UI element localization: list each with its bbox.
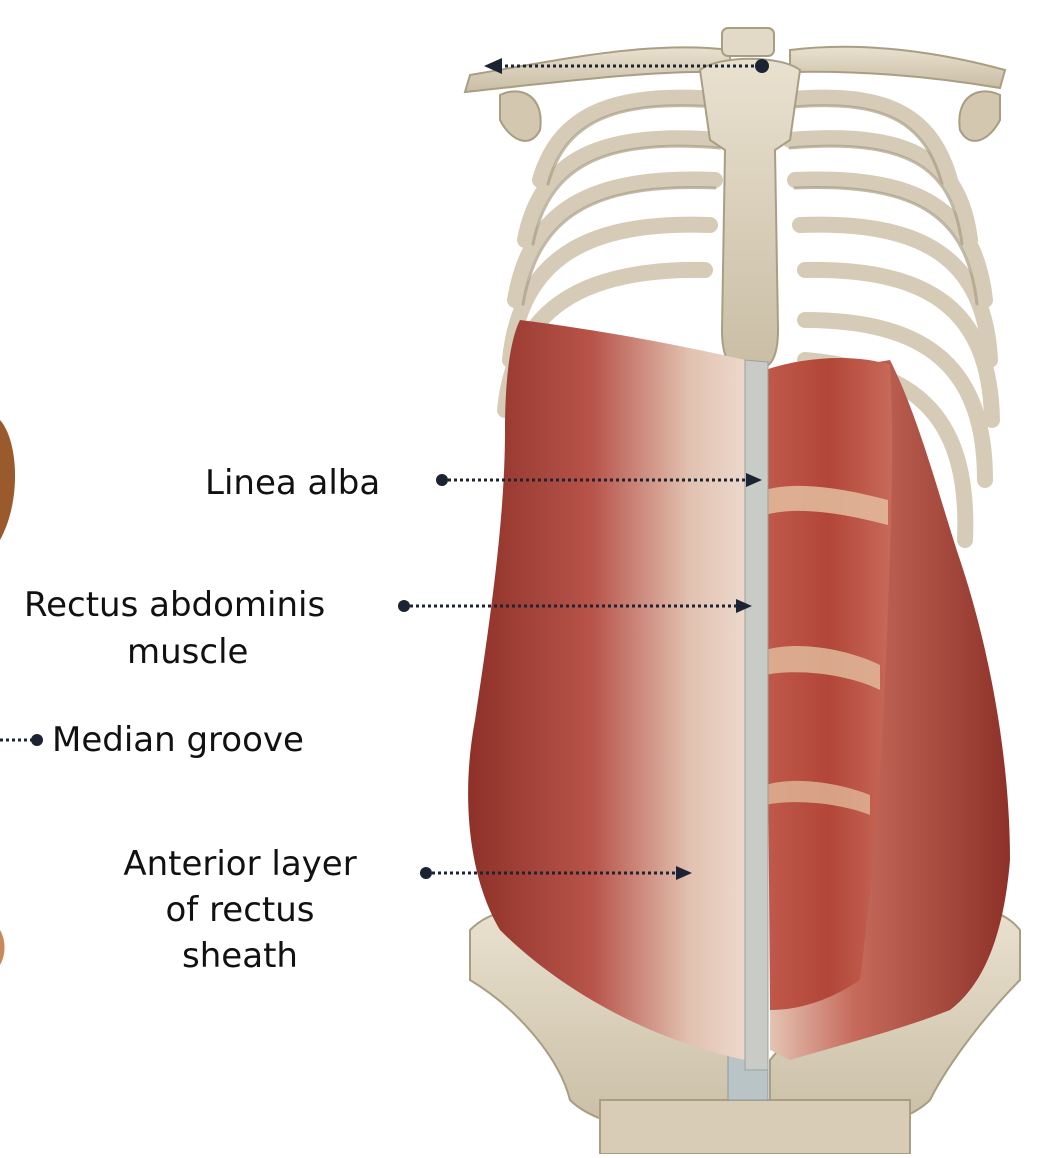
pointer-dot-median-groove bbox=[31, 734, 43, 746]
label-linea-alba: Linea alba bbox=[205, 461, 380, 505]
label-rectus-abdominis-line2: muscle bbox=[127, 630, 248, 674]
sternum bbox=[700, 28, 800, 372]
label-anterior-layer-line3: sheath bbox=[90, 934, 390, 978]
pointer-dot-rectus bbox=[398, 600, 410, 612]
pointer-dot-anterior bbox=[420, 867, 432, 879]
label-anterior-layer-line1: Anterior layer bbox=[90, 842, 390, 886]
linea-alba bbox=[745, 360, 768, 1070]
pointer-dot-linea-alba bbox=[436, 474, 448, 486]
skin-edge bbox=[0, 420, 15, 540]
skin-edge-lower bbox=[0, 930, 5, 965]
label-rectus-abdominis-line1: Rectus abdominis bbox=[24, 583, 325, 627]
label-anterior-layer-line2: of rectus bbox=[90, 888, 390, 932]
pointer-dot-clavicle bbox=[755, 59, 769, 73]
label-median-groove: Median groove bbox=[52, 718, 304, 762]
